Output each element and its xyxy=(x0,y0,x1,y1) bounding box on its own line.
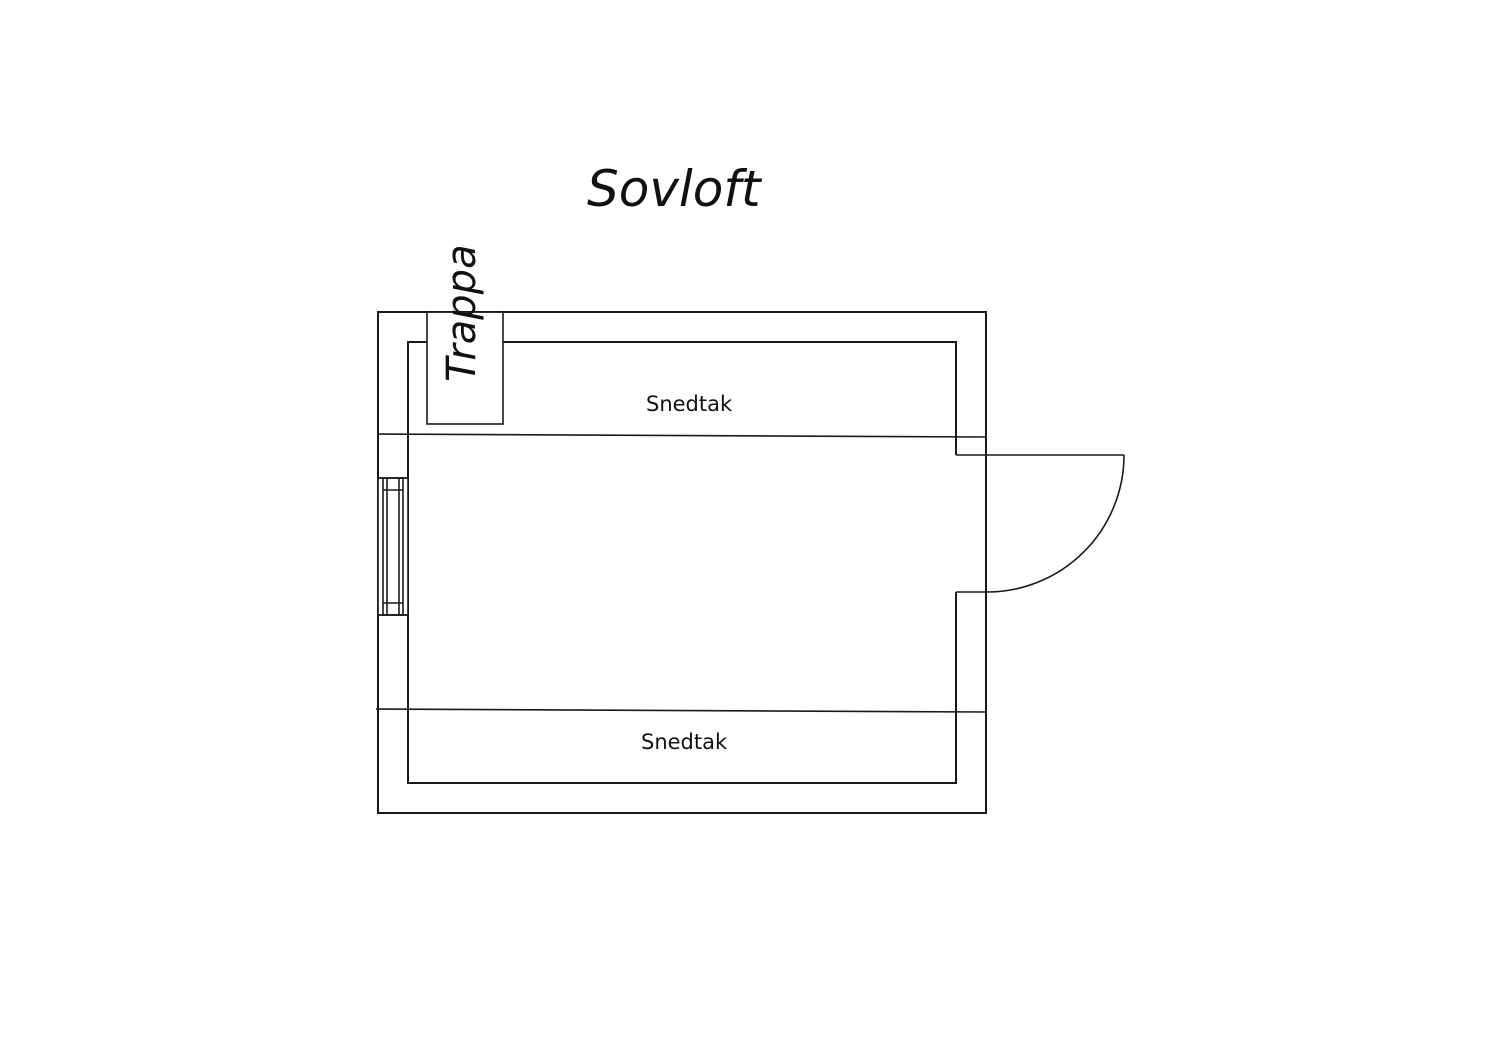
sloped-ceiling-line-bottom xyxy=(375,708,988,713)
sloped-ceiling-label-bottom: Snedtak xyxy=(641,730,728,754)
sloped-ceiling-label-top: Snedtak xyxy=(646,392,733,416)
staircase xyxy=(426,311,504,425)
stair-label: Trappa xyxy=(439,244,485,382)
window xyxy=(377,477,409,616)
plan-title: Sovloft xyxy=(587,160,763,218)
door-swing-arc xyxy=(985,454,1125,593)
sloped-ceiling-line-top xyxy=(377,433,987,438)
